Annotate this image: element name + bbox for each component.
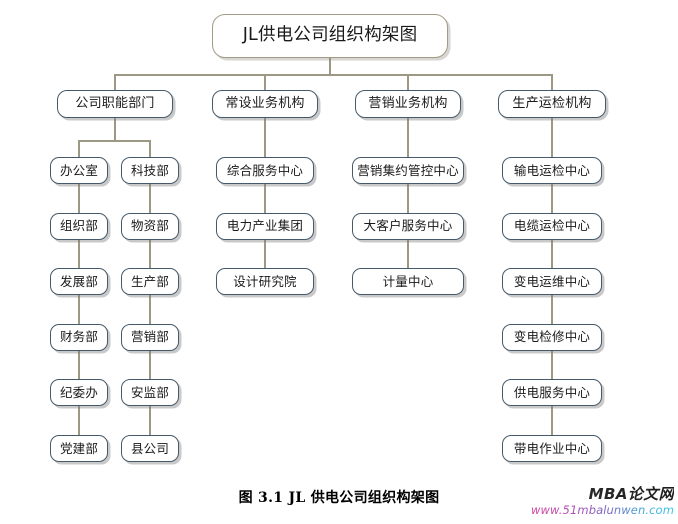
leaf-link-functional-left-2	[78, 239, 80, 269]
leaf-node-production-inspection-main-1: 电缆运检中心	[502, 212, 602, 240]
leaf-node-functional-right-2: 生产部	[121, 268, 179, 296]
leaf-node-functional-right-4: 安监部	[121, 379, 179, 407]
leaf-link-standing-business-main-1	[264, 184, 266, 213]
category-node-marketing-business: 营销业务机构	[355, 90, 461, 118]
leaf-node-functional-left-0-label: 办公室	[59, 162, 99, 178]
category-node-production-inspection-label: 生产运检机构	[512, 95, 592, 111]
leaf-node-production-inspection-main-0-label: 输电运检中心	[513, 162, 591, 178]
leaf-node-functional-right-0-label: 科技部	[130, 162, 170, 178]
branch-drop-production-inspection	[551, 74, 553, 90]
category-stem-production-inspection	[551, 118, 553, 157]
leaf-node-production-inspection-main-3: 变电检修中心	[502, 323, 602, 351]
leaf-link-functional-left-3	[78, 295, 80, 324]
category-node-production-inspection: 生产运检机构	[498, 90, 606, 118]
leaf-node-production-inspection-main-3-label: 变电检修中心	[513, 329, 591, 345]
leaf-node-production-inspection-main-5: 带电作业中心	[502, 435, 602, 462]
leaf-node-production-inspection-main-2: 变电运维中心	[502, 268, 602, 296]
leaf-node-functional-right-5-label: 县公司	[130, 440, 170, 456]
leaf-link-production-inspection-main-5	[551, 406, 553, 435]
leaf-link-standing-business-main-2	[264, 239, 266, 269]
leaf-node-production-inspection-main-4-label: 供电服务中心	[513, 385, 591, 401]
subcolumn-drop-functional-0	[78, 140, 80, 157]
leaf-link-production-inspection-main-2	[551, 239, 553, 269]
leaf-link-marketing-business-main-2	[407, 239, 409, 269]
category-node-functional: 公司职能部门	[57, 90, 173, 118]
root-node: JL供电公司组织构架图	[212, 14, 448, 58]
leaf-node-standing-business-main-0: 综合服务中心	[216, 157, 314, 184]
leaf-node-standing-business-main-1-label: 电力产业集团	[226, 218, 304, 234]
leaf-node-functional-left-4-label: 纪委办	[59, 385, 99, 401]
leaf-node-functional-right-4-label: 安监部	[130, 385, 170, 401]
leaf-link-production-inspection-main-4	[551, 350, 553, 380]
leaf-node-marketing-business-main-1: 大客户服务中心	[352, 212, 464, 240]
leaf-node-functional-right-1: 物资部	[121, 212, 179, 240]
leaf-node-functional-left-1: 组织部	[50, 212, 108, 240]
leaf-node-production-inspection-main-0: 输电运检中心	[502, 157, 602, 184]
leaf-node-marketing-business-main-2: 计量中心	[352, 268, 464, 296]
leaf-node-functional-left-1-label: 组织部	[59, 218, 99, 234]
leaf-link-functional-left-4	[78, 350, 80, 380]
category-node-marketing-business-label: 营销业务机构	[368, 95, 448, 111]
leaf-link-functional-right-5	[149, 406, 151, 435]
leaf-node-functional-right-1-label: 物资部	[130, 218, 170, 234]
leaf-node-standing-business-main-2: 设计研究院	[216, 268, 314, 296]
subcolumn-drop-functional-1	[149, 140, 151, 157]
leaf-link-functional-left-5	[78, 406, 80, 435]
leaf-node-functional-left-2-label: 发展部	[59, 273, 99, 289]
leaf-node-production-inspection-main-1-label: 电缆运检中心	[513, 218, 591, 234]
leaf-node-marketing-business-main-0-label: 营销集约管控中心	[357, 162, 459, 178]
leaf-link-functional-right-1	[149, 184, 151, 213]
category-node-standing-business-label: 常设业务机构	[225, 95, 305, 111]
leaf-node-functional-right-5: 县公司	[121, 435, 179, 462]
leaf-node-standing-business-main-0-label: 综合服务中心	[226, 162, 304, 178]
leaf-node-functional-right-3: 营销部	[121, 323, 179, 351]
watermark: MBA论文网 www.51mbalunwen.com	[524, 485, 674, 518]
leaf-link-functional-left-1	[78, 184, 80, 213]
leaf-link-functional-right-2	[149, 239, 151, 269]
figure-caption: 图 3.1 JL 供电公司组织构架图	[238, 490, 440, 506]
leaf-node-functional-left-2: 发展部	[50, 268, 108, 296]
leaf-node-marketing-business-main-0: 营销集约管控中心	[352, 157, 464, 184]
leaf-node-functional-left-5-label: 党建部	[59, 440, 99, 456]
subcolumn-bus-functional	[79, 140, 150, 142]
leaf-link-production-inspection-main-1	[551, 184, 553, 213]
leaf-node-marketing-business-main-1-label: 大客户服务中心	[363, 218, 453, 234]
leaf-node-production-inspection-main-5-label: 带电作业中心	[513, 440, 591, 456]
watermark-url: www.51mbalunwen.com	[524, 503, 674, 517]
leaf-node-production-inspection-main-4: 供电服务中心	[502, 379, 602, 407]
root-stem	[329, 58, 331, 74]
leaf-node-functional-left-4: 纪委办	[50, 379, 108, 407]
leaf-node-functional-left-3: 财务部	[50, 323, 108, 351]
leaf-node-marketing-business-main-2-label: 计量中心	[382, 273, 434, 289]
leaf-link-functional-right-4	[149, 350, 151, 380]
leaf-node-functional-right-3-label: 营销部	[130, 329, 170, 345]
branch-drop-marketing-business	[407, 74, 409, 90]
leaf-node-standing-business-main-2-label: 设计研究院	[233, 273, 297, 289]
leaf-node-functional-right-0: 科技部	[121, 157, 179, 184]
watermark-title: MBA论文网	[524, 485, 674, 503]
leaf-node-production-inspection-main-2-label: 变电运维中心	[513, 273, 591, 289]
root-node-label: JL供电公司组织构架图	[242, 25, 418, 46]
branch-drop-functional	[114, 74, 116, 90]
branch-drop-standing-business	[264, 74, 266, 90]
branch-bus	[115, 74, 552, 76]
leaf-node-functional-left-3-label: 财务部	[59, 329, 99, 345]
category-node-standing-business: 常设业务机构	[212, 90, 318, 118]
leaf-link-functional-right-3	[149, 295, 151, 324]
leaf-node-functional-left-0: 办公室	[50, 157, 108, 184]
leaf-node-standing-business-main-1: 电力产业集团	[216, 212, 314, 240]
category-stem-functional	[114, 118, 116, 140]
leaf-node-functional-left-5: 党建部	[50, 435, 108, 462]
leaf-link-production-inspection-main-3	[551, 295, 553, 324]
leaf-link-marketing-business-main-1	[407, 184, 409, 213]
category-node-functional-label: 公司职能部门	[75, 95, 155, 111]
category-stem-standing-business	[264, 118, 266, 157]
leaf-node-functional-right-2-label: 生产部	[130, 273, 170, 289]
category-stem-marketing-business	[407, 118, 409, 157]
